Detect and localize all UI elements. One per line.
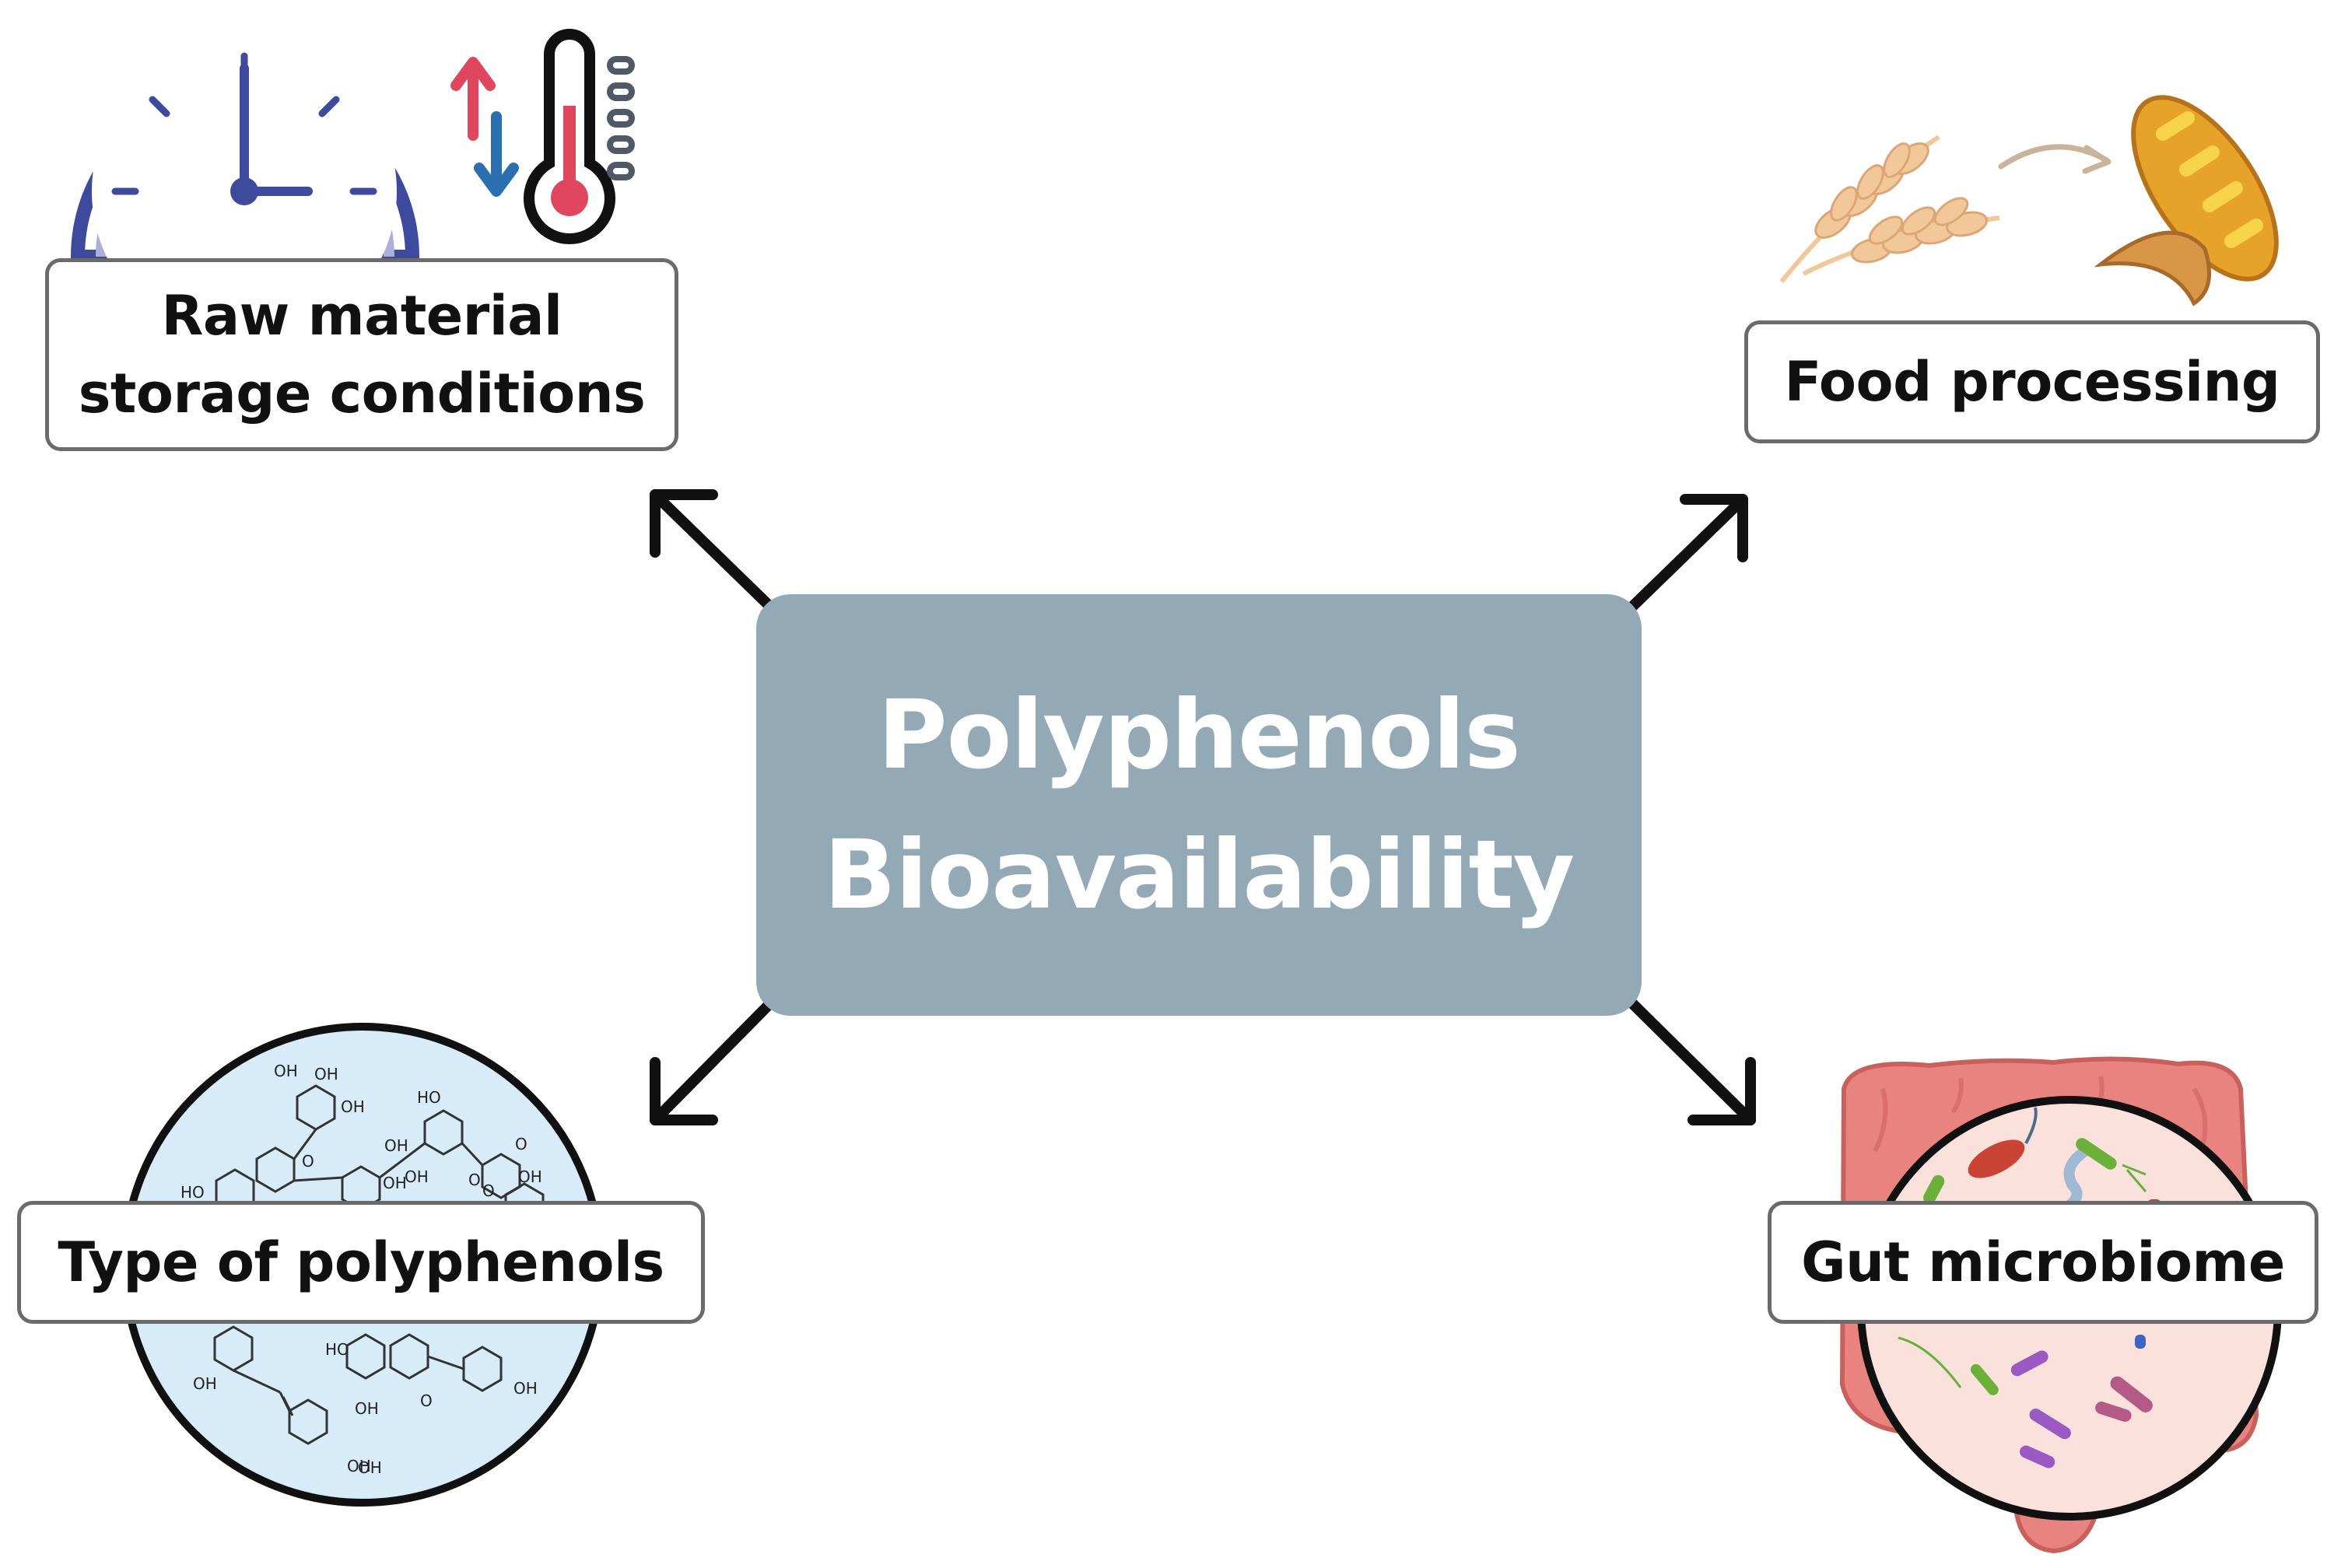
process-arrow-icon — [1998, 144, 2111, 174]
structure-label: OH — [274, 1062, 298, 1080]
central-concept-line2: Bioavailability — [823, 820, 1575, 930]
raw-material-line2: storage conditions — [78, 362, 646, 425]
structure-label: O — [482, 1181, 495, 1200]
food-processing-label: Food processing — [1744, 320, 2320, 443]
structure-label: HO — [325, 1340, 349, 1359]
central-concept-box: Polyphenols Bioavailability — [756, 594, 1642, 1016]
croissant-icon — [2094, 230, 2211, 306]
structure-label: OH — [341, 1097, 365, 1116]
structure-label: O — [420, 1391, 433, 1410]
arrows — [650, 489, 1756, 1125]
arrow-to-type-of-polyphenols — [650, 998, 776, 1125]
type-of-polyphenols-text: Type of polyphenols — [58, 1230, 664, 1294]
structure-label: O — [468, 1171, 481, 1189]
gut-microbiome-label: Gut microbiome — [1768, 1201, 2318, 1324]
structure-label: OH — [314, 1065, 338, 1083]
wheat-icon — [1779, 135, 2000, 283]
food-processing-text: Food processing — [1784, 350, 2280, 414]
structure-label: OH — [347, 1457, 371, 1475]
structure-label: HO — [180, 1183, 205, 1202]
structure-label: OH — [358, 1458, 382, 1477]
structure-label: OH — [405, 1167, 429, 1186]
thermometer-icon — [524, 29, 635, 245]
structure-label: O — [302, 1152, 314, 1171]
arrow-to-gut-microbiome — [1627, 998, 1756, 1125]
raw-material-storage-label: Raw material storage conditions — [45, 258, 678, 451]
temperature-arrows-icon — [450, 57, 519, 197]
bread-icon — [2131, 95, 2279, 282]
structure-label: OH — [193, 1374, 217, 1393]
central-concept-line1: Polyphenols — [878, 680, 1521, 790]
structure-label: OH — [513, 1379, 538, 1398]
structure-label: OH — [383, 1174, 407, 1192]
raw-material-line1: Raw material — [161, 284, 562, 348]
type-of-polyphenols-label: Type of polyphenols — [17, 1201, 705, 1324]
gut-microbiome-text: Gut microbiome — [1801, 1230, 2285, 1294]
structure-label: OH — [384, 1136, 408, 1155]
structure-label: OH — [355, 1399, 379, 1418]
structure-label: O — [515, 1135, 527, 1153]
structure-label: HO — [417, 1088, 441, 1107]
arrow-to-raw-material — [650, 489, 776, 612]
structure-label: OH — [518, 1167, 542, 1186]
arrow-to-food-processing — [1627, 494, 1748, 612]
